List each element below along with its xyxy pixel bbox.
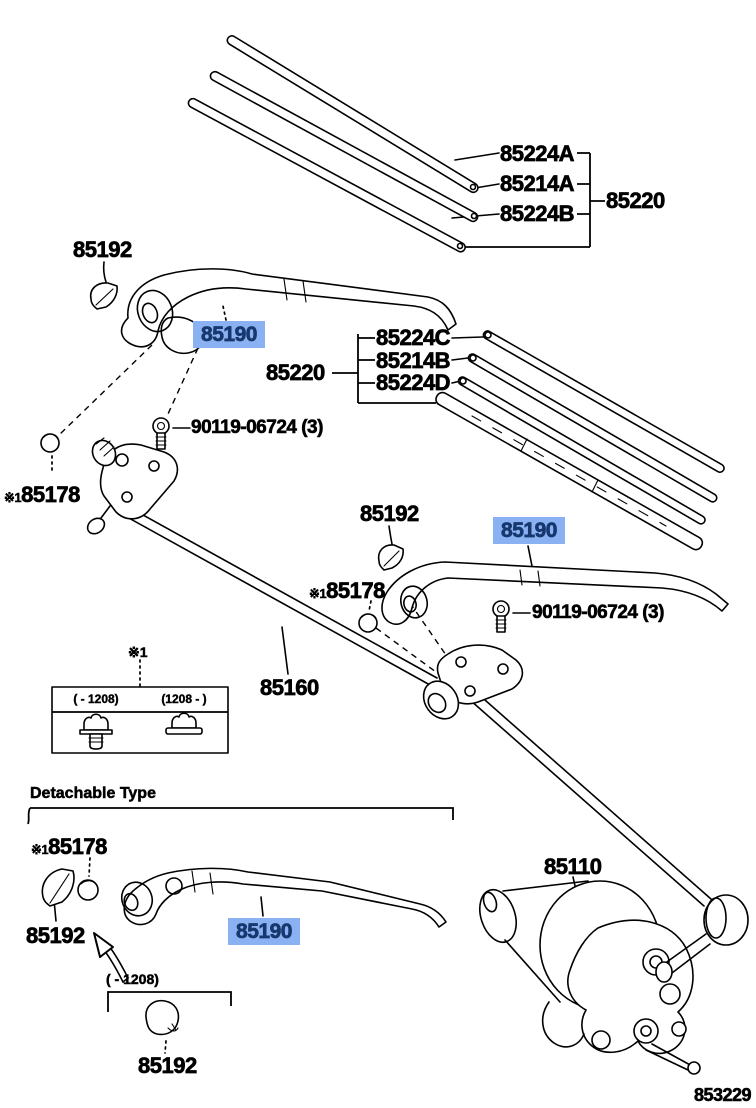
bracket-lines-top bbox=[460, 152, 605, 248]
detachable-divider bbox=[27, 807, 454, 825]
part-label-85178-bottom: ※185178 bbox=[31, 834, 108, 859]
part-label-85178-mid: ※185178 bbox=[309, 578, 386, 603]
construction-dashed-lines bbox=[57, 344, 447, 673]
part-label-85110: 85110 bbox=[544, 854, 603, 879]
part-label-85192-top: 85192 bbox=[73, 237, 133, 262]
arm-caps bbox=[41, 282, 404, 1036]
part-label-85220-top: 85220 bbox=[606, 188, 666, 213]
part-label-85214b: 85214B bbox=[376, 348, 451, 373]
footnote-marker-table: ※1 bbox=[128, 644, 148, 660]
range-label-bottom: ( - 1208) bbox=[106, 971, 159, 987]
hex-bolt-icon bbox=[79, 713, 113, 750]
part-label-90119-mid: 90119-06724 (3) bbox=[532, 602, 665, 623]
footnote-marker: ※1 bbox=[4, 490, 22, 505]
applicability-table bbox=[51, 659, 229, 754]
part-number: 85178 bbox=[326, 578, 386, 603]
grommets bbox=[40, 433, 378, 901]
wiper-arm-bottom bbox=[120, 867, 447, 928]
wiper-motor bbox=[479, 880, 701, 1075]
bracket-lines-mid bbox=[332, 334, 436, 404]
table-header-until: ( - 1208) bbox=[73, 692, 119, 706]
part-label-90119-top: 90119-06724 (3) bbox=[191, 417, 324, 438]
part-label-85160: 85160 bbox=[260, 675, 320, 700]
part-label-85192-mid: 85192 bbox=[360, 501, 420, 526]
footnote-marker: ※1 bbox=[31, 842, 49, 857]
part-label-85224a: 85224A bbox=[500, 141, 575, 166]
wiper-arm-top bbox=[120, 268, 457, 355]
part-label-85224c: 85224C bbox=[376, 325, 451, 350]
wiper-blades-mid bbox=[435, 330, 725, 551]
part-label-85224d: 85224D bbox=[376, 370, 451, 395]
part-number: 85178 bbox=[21, 482, 81, 507]
part-number: 85178 bbox=[48, 834, 108, 859]
pivot-assembly-1 bbox=[86, 437, 179, 535]
bolts bbox=[152, 417, 510, 633]
part-label-85178-left: ※185178 bbox=[4, 482, 81, 507]
table-header-from: (1208 - ) bbox=[161, 692, 207, 706]
part-label-85192-bottom: 85192 bbox=[138, 1053, 198, 1078]
pivot-assembly-2 bbox=[422, 644, 524, 720]
dotted-leaders bbox=[51, 305, 372, 1054]
part-label-85214a: 85214A bbox=[500, 171, 575, 196]
selected-part-label-85190-top[interactable]: 85190 bbox=[193, 321, 265, 348]
flange-bolt-icon bbox=[165, 712, 203, 735]
part-label-85224b: 85224B bbox=[500, 201, 575, 226]
wiper-arm-mid bbox=[381, 561, 729, 625]
selected-part-label-85190-bottom[interactable]: 85190 bbox=[228, 918, 300, 945]
selected-part-label-85190-mid[interactable]: 85190 bbox=[493, 517, 565, 544]
range-bracket-bottom bbox=[107, 991, 232, 1012]
part-label-85220-mid: 85220 bbox=[266, 360, 326, 385]
detachable-type-heading: Detachable Type bbox=[30, 785, 156, 802]
direction-arrow bbox=[93, 932, 129, 983]
linkage-rods bbox=[117, 504, 712, 907]
rod-end bbox=[655, 894, 749, 983]
part-label-85192-bottom-left: 85192 bbox=[26, 923, 86, 948]
footnote-marker: ※1 bbox=[309, 586, 327, 601]
figure-code: 853229 bbox=[694, 1085, 752, 1105]
wiper-blades-top bbox=[187, 35, 479, 253]
